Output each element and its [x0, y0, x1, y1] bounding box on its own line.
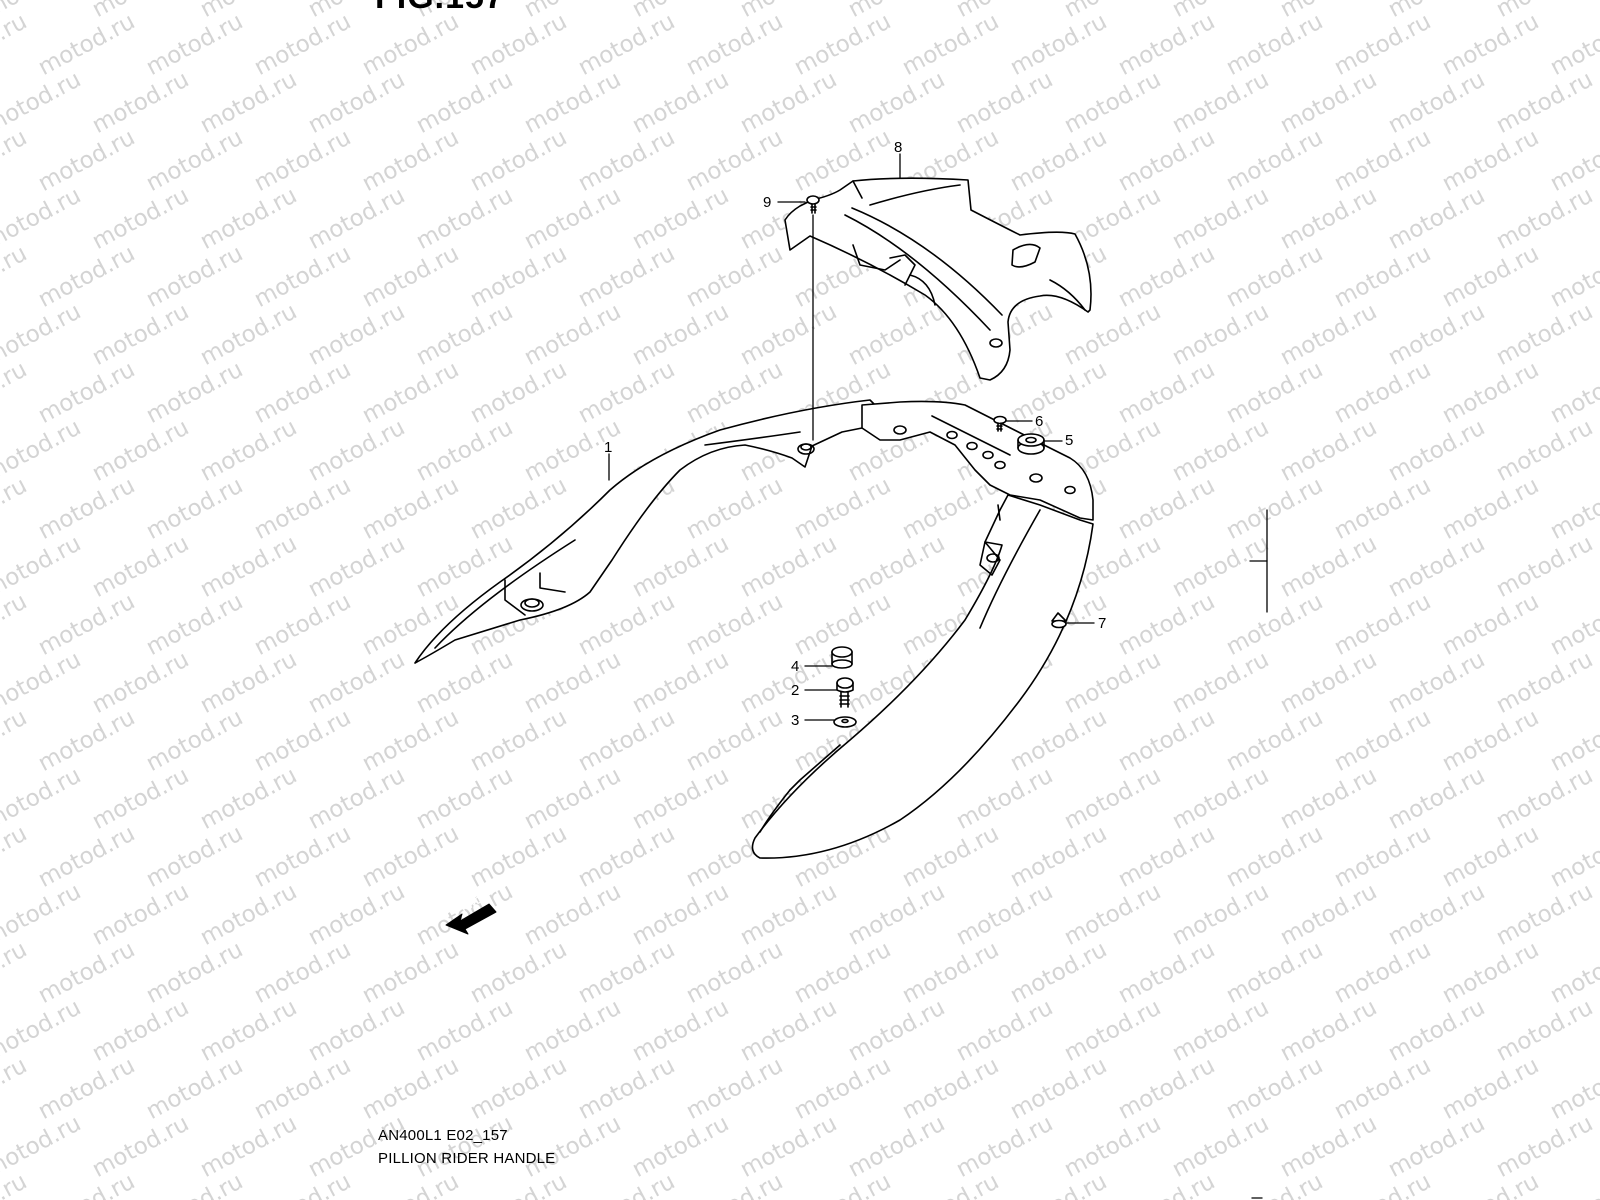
washer-part-3[interactable] [833, 716, 857, 728]
callout-4: 4 [791, 658, 800, 675]
fwd-arrow-icon [445, 903, 497, 935]
callout-3: 3 [791, 712, 800, 729]
callout-2: 2 [791, 682, 800, 699]
cover-part-8[interactable] [784, 177, 1092, 381]
callout-6: 6 [1035, 413, 1044, 430]
callout-9: 9 [763, 194, 772, 211]
screw-part-6[interactable] [993, 415, 1007, 432]
nut-part-7[interactable] [1051, 612, 1067, 629]
cap-part-4[interactable] [831, 646, 853, 669]
callout-8: 8 [894, 139, 903, 156]
figure-caption: PILLION RIDER HANDLE [378, 1150, 556, 1167]
callout-1: 1 [604, 439, 613, 456]
callout-7: 7 [1098, 615, 1107, 632]
leader-lines [608, 153, 1268, 1199]
figure-code: AN400L1 E02_157 [378, 1127, 508, 1144]
screw-part-9[interactable] [806, 195, 820, 214]
cushion-part-5[interactable] [1017, 433, 1045, 455]
figure-title: FIG.157 [375, 0, 505, 17]
bolt-part-2[interactable] [836, 677, 854, 708]
callout-5: 5 [1065, 432, 1074, 449]
handle-part-1[interactable] [414, 399, 1094, 859]
